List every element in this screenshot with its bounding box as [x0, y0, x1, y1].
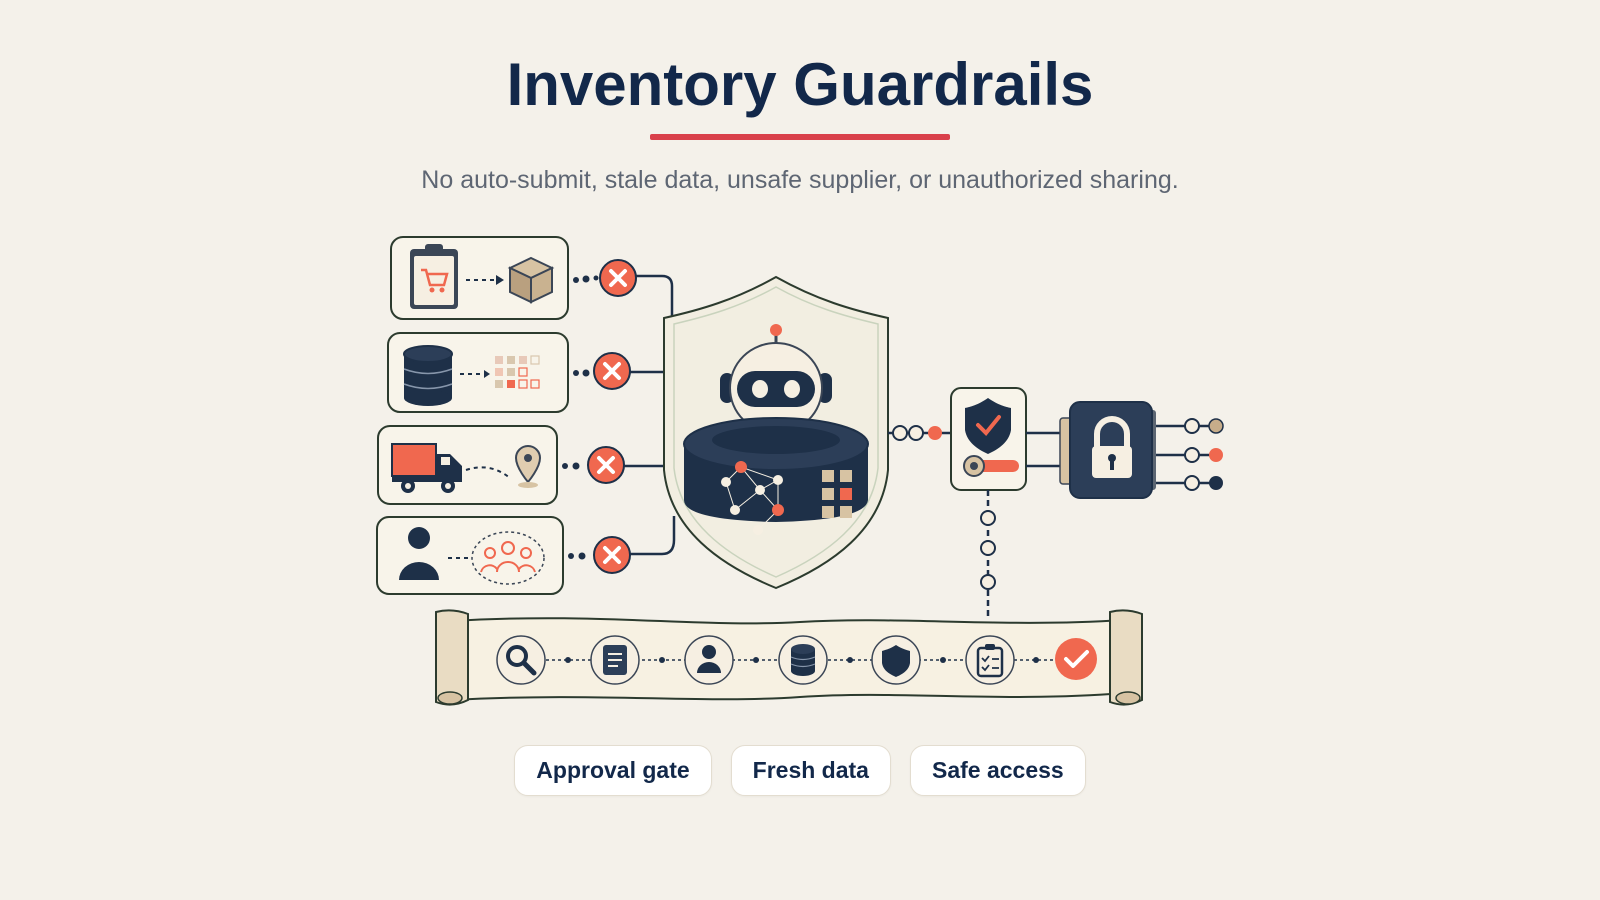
pill-approval-gate: Approval gate	[514, 745, 712, 796]
clipboard-cart-icon	[410, 244, 458, 309]
page-subtitle: No auto-submit, stale data, unsafe suppl…	[421, 166, 1179, 194]
step-shield	[871, 635, 921, 685]
connector-4	[630, 516, 676, 556]
shield-check-icon	[965, 398, 1011, 454]
risk-card-auto-submit	[390, 236, 569, 320]
page-title: Inventory Guardrails	[506, 51, 1094, 118]
risk-card-unauthorized-sharing	[376, 516, 564, 595]
connector-1	[636, 274, 674, 326]
blocked-x-icon	[593, 536, 631, 574]
shield-icon	[882, 645, 910, 677]
risk-card-unsafe-supplier	[377, 425, 558, 505]
blocked-x-icon	[599, 259, 637, 297]
network-icon	[683, 417, 869, 535]
user-icon	[697, 645, 721, 673]
pill-safe-access: Safe access	[909, 745, 1086, 796]
data-grid-icon	[495, 355, 540, 389]
step-search	[496, 635, 546, 685]
risk-card-stale-data	[387, 332, 569, 413]
title-underline	[650, 134, 950, 140]
user-icon	[399, 527, 439, 580]
pill-fresh-data: Fresh data	[730, 745, 891, 796]
feature-pills: Approval gate Fresh data Safe access	[0, 745, 1600, 796]
blocked-x-icon	[593, 352, 631, 390]
check-icon	[1064, 650, 1089, 668]
document-icon	[603, 645, 627, 675]
package-box-icon	[507, 256, 555, 304]
step-database	[778, 635, 828, 685]
location-pin-icon	[514, 444, 542, 488]
blocked-x-icon	[587, 446, 625, 484]
padlock-icon	[1059, 401, 1156, 499]
step-checklist	[965, 635, 1015, 685]
database-icon	[403, 345, 453, 406]
control-panel-card	[950, 387, 1027, 491]
group-icon	[471, 531, 545, 585]
toggle-icon	[963, 455, 1019, 477]
step-user	[684, 635, 734, 685]
search-icon	[506, 645, 537, 676]
delivery-truck-icon	[391, 443, 462, 493]
step-document	[590, 635, 640, 685]
robot-icon	[720, 324, 832, 434]
database-icon	[790, 644, 816, 676]
checklist-icon	[976, 644, 1004, 678]
step-complete	[1055, 638, 1097, 680]
